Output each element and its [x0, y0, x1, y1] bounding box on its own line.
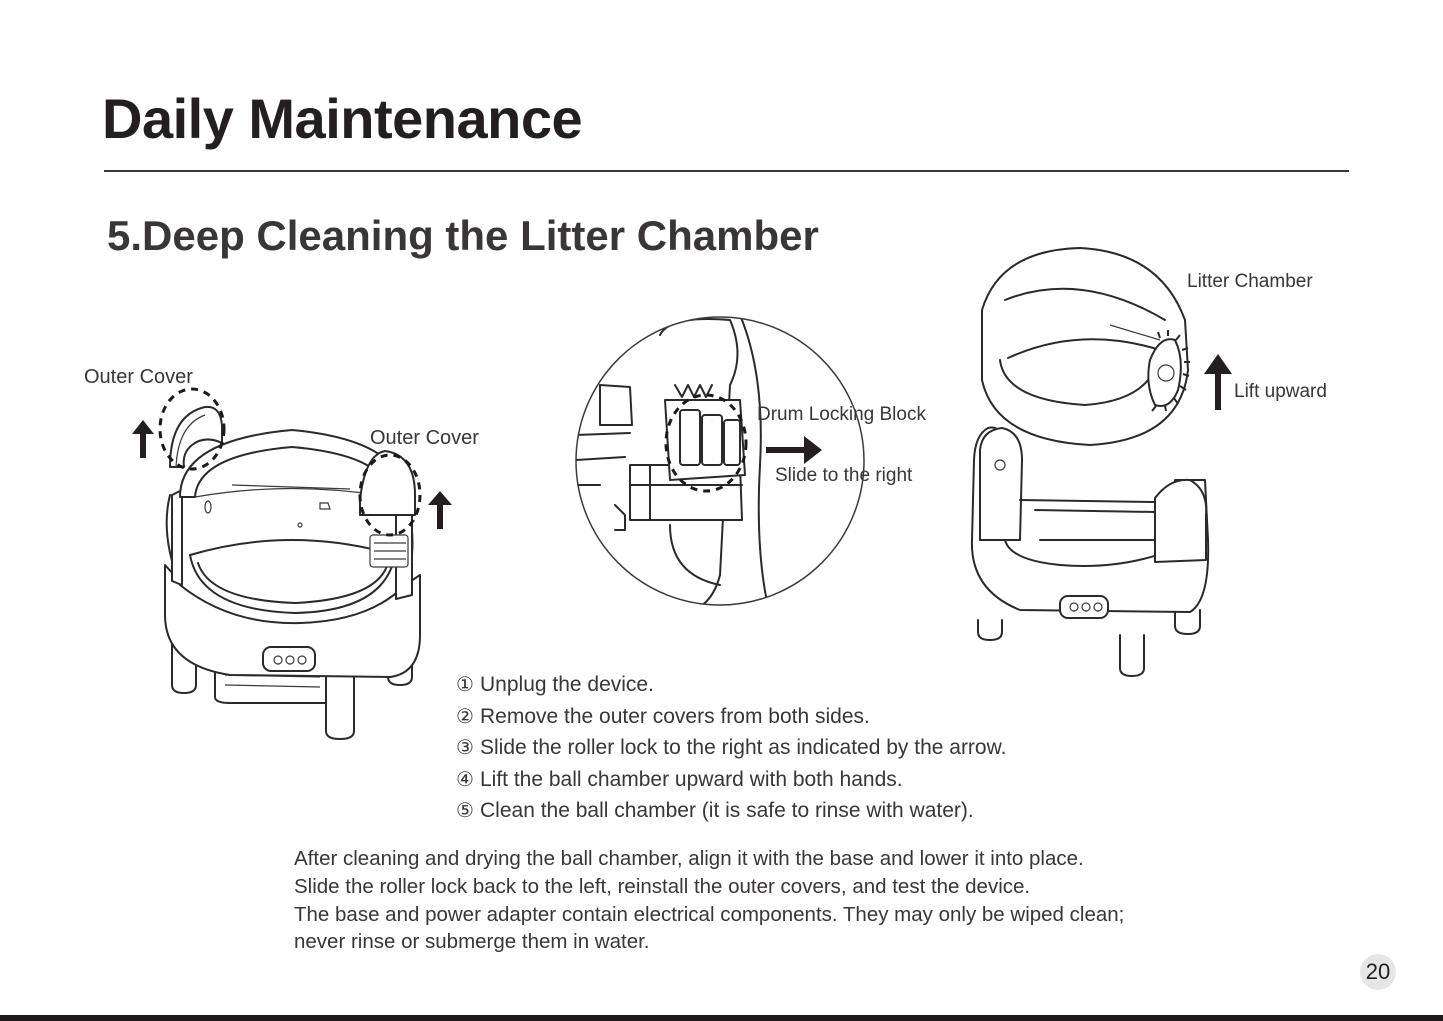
step-item: ① Unplug the device.: [456, 671, 1006, 703]
lift-upward-label: Lift upward: [1234, 381, 1327, 402]
step-text: Unplug the device.: [480, 673, 654, 696]
outer-cover-left-label: Outer Cover: [84, 366, 193, 388]
page-number: 20: [1360, 954, 1396, 990]
figure-outer-covers: [158, 387, 422, 740]
steps-list: ① Unplug the device. ② Remove the outer co…: [456, 671, 1006, 829]
notes-paragraph: After cleaning and drying the ball chamb…: [294, 845, 1124, 956]
arrow-up-icon: [132, 420, 154, 458]
step-number: ②: [456, 705, 474, 728]
litter-chamber-label: Litter Chamber: [1187, 271, 1313, 292]
figure-lift-chamber: [970, 247, 1210, 677]
page-title: Daily Maintenance: [102, 87, 583, 150]
section-title: 5.Deep Cleaning the Litter Chamber: [107, 212, 819, 259]
note-line: After cleaning and drying the ball chamb…: [294, 847, 1084, 870]
step-text: Slide the roller lock to the right as in…: [480, 736, 1007, 759]
outer-cover-right-label: Outer Cover: [370, 427, 479, 449]
arrow-up-icon: [1204, 354, 1232, 410]
title-divider: [104, 170, 1349, 172]
arrow-up-icon: [428, 491, 452, 529]
step-number: ④: [456, 768, 474, 791]
step-item: ③ Slide the roller lock to the right as i…: [456, 734, 1006, 766]
step-item: ⑤ Clean the ball chamber (it is safe to r…: [456, 797, 1006, 829]
step-text: Remove the outer covers from both sides.: [480, 704, 870, 728]
figure-drum-locking-block: [575, 316, 865, 606]
note-line: never rinse or submerge them in water.: [294, 930, 650, 954]
note-line: Slide the roller lock back to the left, …: [294, 874, 1031, 898]
drum-locking-block-label: Drum Locking Block: [757, 404, 926, 425]
step-item: ② Remove the outer covers from both sides…: [456, 703, 1006, 735]
step-number: ①: [456, 674, 474, 696]
step-item: ④ Lift the ball chamber upward with both …: [456, 766, 1006, 798]
arrow-right-icon: [766, 436, 822, 464]
step-number: ③: [456, 737, 474, 759]
slide-right-label: Slide to the right: [775, 465, 913, 486]
step-number: ⑤: [456, 800, 474, 822]
note-line: The base and power adapter contain elect…: [294, 902, 1125, 926]
bottom-border: [0, 1015, 1443, 1021]
step-text: Clean the ball chamber (it is safe to ri…: [480, 799, 974, 822]
step-text: Lift the ball chamber upward with both h…: [480, 767, 903, 791]
